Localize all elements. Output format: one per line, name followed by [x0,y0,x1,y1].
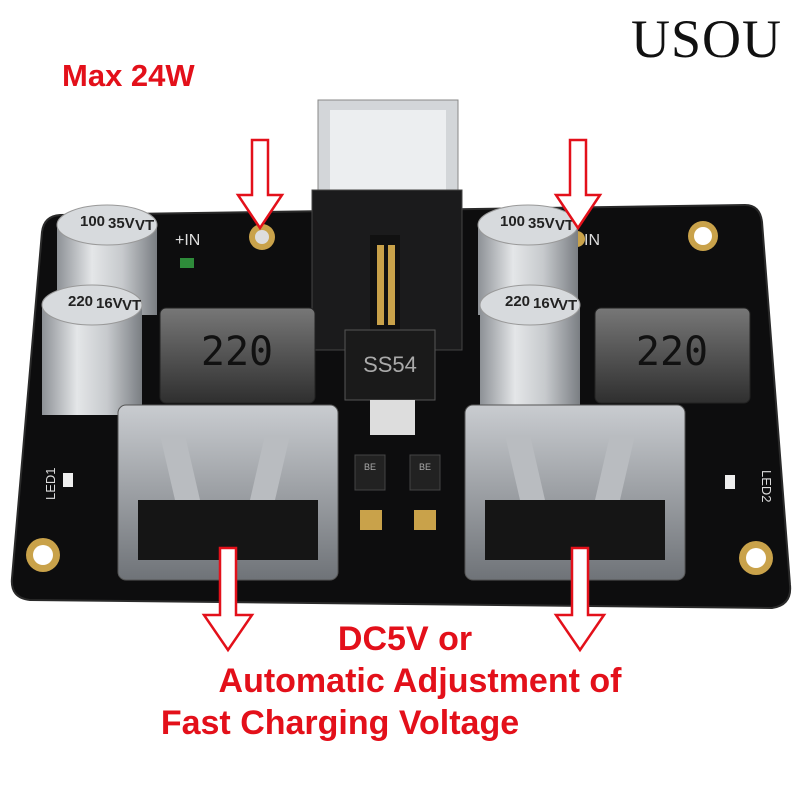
svg-text:VT: VT [122,297,141,314]
mounting-hole [739,541,773,575]
svg-text:100: 100 [500,213,525,230]
transistor-left: BE [354,454,386,530]
svg-text:220: 220 [201,329,273,375]
svg-text:VT: VT [135,217,154,234]
svg-text:VT: VT [558,297,577,314]
capacitor-right-bottom: 220 16V VT [479,284,581,415]
svg-text:VT: VT [555,217,574,234]
input-label-right: IN [584,232,600,249]
svg-text:100: 100 [80,213,105,230]
status-led [180,258,194,268]
svg-text:BE: BE [364,462,376,472]
arrow-output-right [553,546,607,653]
usb-c-connector [311,99,463,351]
svg-text:BE: BE [419,462,431,472]
led1 [63,473,73,487]
input-label-left: +IN [175,232,200,249]
svg-text:SS54: SS54 [363,352,417,377]
arrow-output-left [201,546,255,653]
arrow-input-right [553,138,603,231]
arrow-input-left [235,138,285,231]
brand-logo: USOU [630,9,782,69]
mounting-hole [688,221,718,251]
svg-text:35V: 35V [108,215,135,232]
transistor-right: BE [409,454,441,530]
svg-text:16V: 16V [96,295,123,312]
svg-text:16V: 16V [533,295,560,312]
caption-line-2: Automatic Adjustment of [218,662,622,700]
led2 [725,475,735,489]
caption-line-3: Fast Charging Voltage [160,704,520,742]
max-power-label: Max 24W [62,58,195,93]
svg-text:220: 220 [636,329,708,375]
caption-line-1: DC5V or [337,620,473,658]
input-pad-left [249,224,275,250]
led1-label: LED1 [43,467,58,500]
svg-text:220: 220 [68,293,93,310]
svg-text:35V: 35V [528,215,555,232]
inductor-right: 220 [594,307,751,404]
led2-label: LED2 [759,470,774,503]
usb-a-port-left [117,404,339,581]
diode-ss54: SS54 [344,329,436,435]
svg-text:220: 220 [505,293,530,310]
output-caption: DC5V or Automatic Adjustment of Fast Cha… [0,618,800,744]
usb-a-port-right [464,404,686,581]
capacitor-left-bottom: 220 16V VT [41,284,143,415]
mounting-hole [26,538,60,572]
inductor-left: 220 [159,307,316,404]
